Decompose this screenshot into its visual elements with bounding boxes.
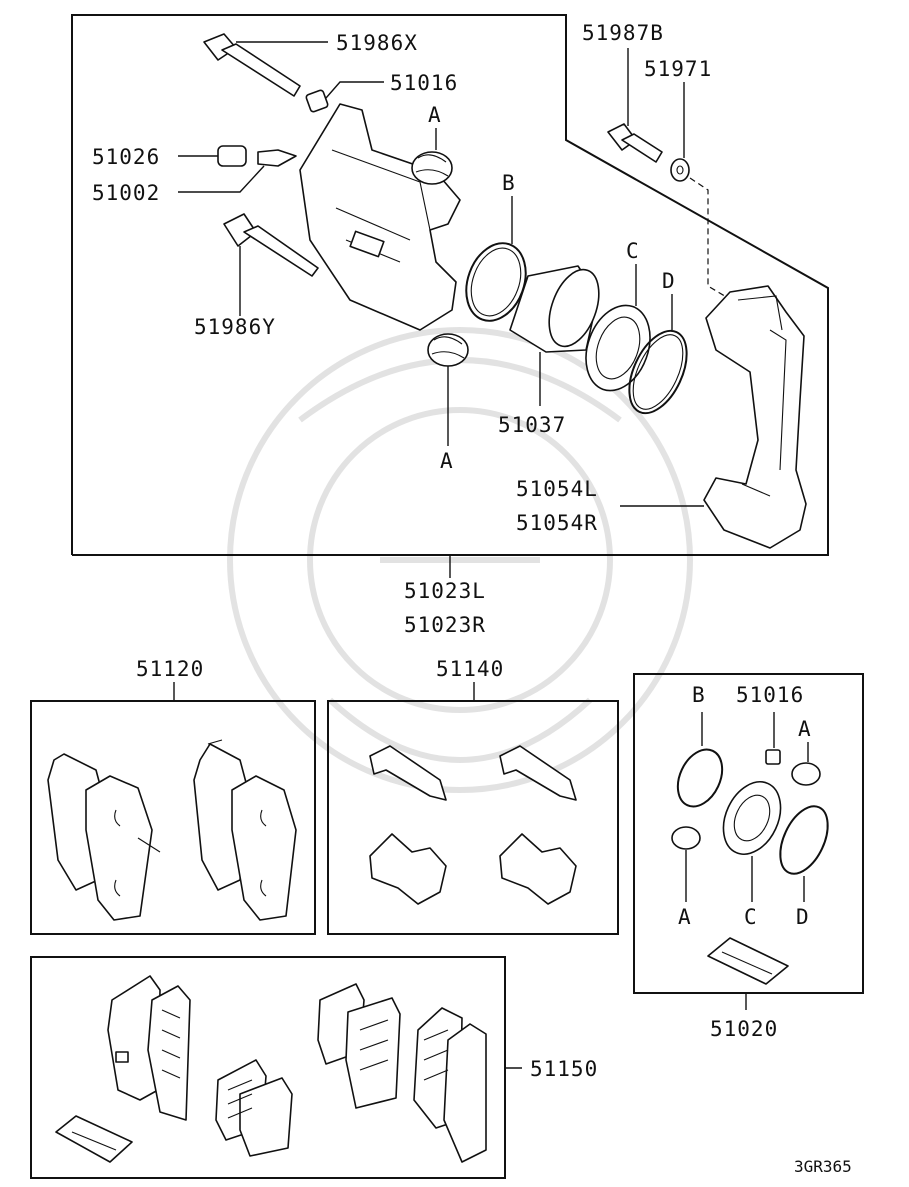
pad-kit-shims-right[interactable] bbox=[317, 983, 401, 1109]
seal-kit-boot-upper[interactable]: A bbox=[791, 717, 821, 786]
caliper-body[interactable] bbox=[299, 103, 461, 331]
bleeder-cap[interactable]: 51026 bbox=[92, 145, 247, 169]
marker-b: B bbox=[502, 171, 516, 195]
label-bleeder-cap: 51026 bbox=[92, 145, 160, 169]
label-piston: 51037 bbox=[498, 413, 566, 437]
caliper-bolt[interactable]: 51987B bbox=[582, 21, 664, 163]
assembly-label: 51023L 51023R bbox=[404, 555, 486, 637]
watermark-emblem bbox=[227, 327, 693, 793]
label-assy-r: 51023R bbox=[404, 613, 486, 637]
seal-kit-bushing[interactable]: 51016 bbox=[736, 683, 804, 765]
pad-clips-lower[interactable] bbox=[369, 833, 577, 905]
marker-d: D bbox=[662, 269, 676, 293]
pad-kit-shims-center[interactable] bbox=[215, 1059, 293, 1157]
marker-kit-b: B bbox=[692, 683, 706, 707]
pad-set-box: 51120 bbox=[30, 657, 316, 935]
bleeder-screw[interactable]: 51002 bbox=[92, 149, 297, 205]
caliper-support[interactable]: 51054L 51054R bbox=[516, 285, 807, 549]
label-washer: 51971 bbox=[644, 57, 712, 81]
label-clip-kit: 51140 bbox=[436, 657, 504, 681]
ring-d[interactable]: D bbox=[618, 269, 699, 422]
label-pad-set: 51120 bbox=[136, 657, 204, 681]
seal-kit-box: 51020 bbox=[633, 673, 864, 1041]
piston[interactable]: 51037 bbox=[498, 263, 608, 437]
seal-kit-ring-b[interactable]: B bbox=[669, 683, 731, 814]
guide-pin-lower[interactable]: 51986Y bbox=[194, 213, 319, 339]
label-guide-pin-lower: 51986Y bbox=[194, 315, 276, 339]
marker-a-upper: A bbox=[428, 103, 442, 127]
label-seal-kit: 51020 bbox=[710, 1017, 778, 1041]
washer[interactable]: 51971 bbox=[644, 57, 729, 299]
pad-kit-grease-packet[interactable] bbox=[55, 1115, 133, 1163]
pad-kit-box: 51150 bbox=[30, 956, 598, 1179]
label-bleeder-screw: 51002 bbox=[92, 181, 160, 205]
label-caliper-bolt: 51987B bbox=[582, 21, 664, 45]
seal-kit-boot-lower[interactable]: A bbox=[671, 826, 701, 929]
boot-lower[interactable]: A bbox=[427, 333, 469, 473]
label-pad-kit: 51150 bbox=[530, 1057, 598, 1081]
marker-kit-a-upper: A bbox=[798, 717, 812, 741]
label-support-r: 51054R bbox=[516, 511, 598, 535]
caliper-assembly-box bbox=[71, 14, 829, 556]
diagram-code: 3GR365 bbox=[794, 1157, 852, 1176]
seal-kit-grease-packet[interactable] bbox=[707, 937, 789, 985]
pad-clips-upper[interactable] bbox=[369, 745, 577, 801]
label-support-l: 51054L bbox=[516, 477, 598, 501]
pad-kit-pads-left[interactable] bbox=[107, 975, 191, 1121]
clip-kit-box: 51140 bbox=[327, 657, 619, 935]
label-seal-kit-bushing: 51016 bbox=[736, 683, 804, 707]
brake-pad-pair-right[interactable] bbox=[193, 739, 297, 921]
pad-kit-pads-right[interactable] bbox=[413, 1007, 487, 1163]
guide-pin-upper[interactable]: 51986X bbox=[203, 31, 418, 97]
seal-kit-ring-d[interactable]: D bbox=[771, 799, 838, 929]
label-assy-l: 51023L bbox=[404, 579, 486, 603]
boot-upper[interactable]: A bbox=[411, 103, 453, 185]
marker-kit-d: D bbox=[796, 905, 810, 929]
label-bushing-top: 51016 bbox=[390, 71, 458, 95]
marker-c: C bbox=[626, 239, 640, 263]
seal-kit-seal-c[interactable]: C bbox=[712, 773, 791, 929]
bushing-top[interactable]: 51016 bbox=[305, 71, 458, 113]
marker-a-lower: A bbox=[440, 449, 454, 473]
brake-pad-pair-left[interactable] bbox=[47, 753, 161, 921]
marker-kit-a-lower: A bbox=[678, 905, 692, 929]
label-guide-pin-upper: 51986X bbox=[336, 31, 418, 55]
marker-kit-c: C bbox=[744, 905, 758, 929]
